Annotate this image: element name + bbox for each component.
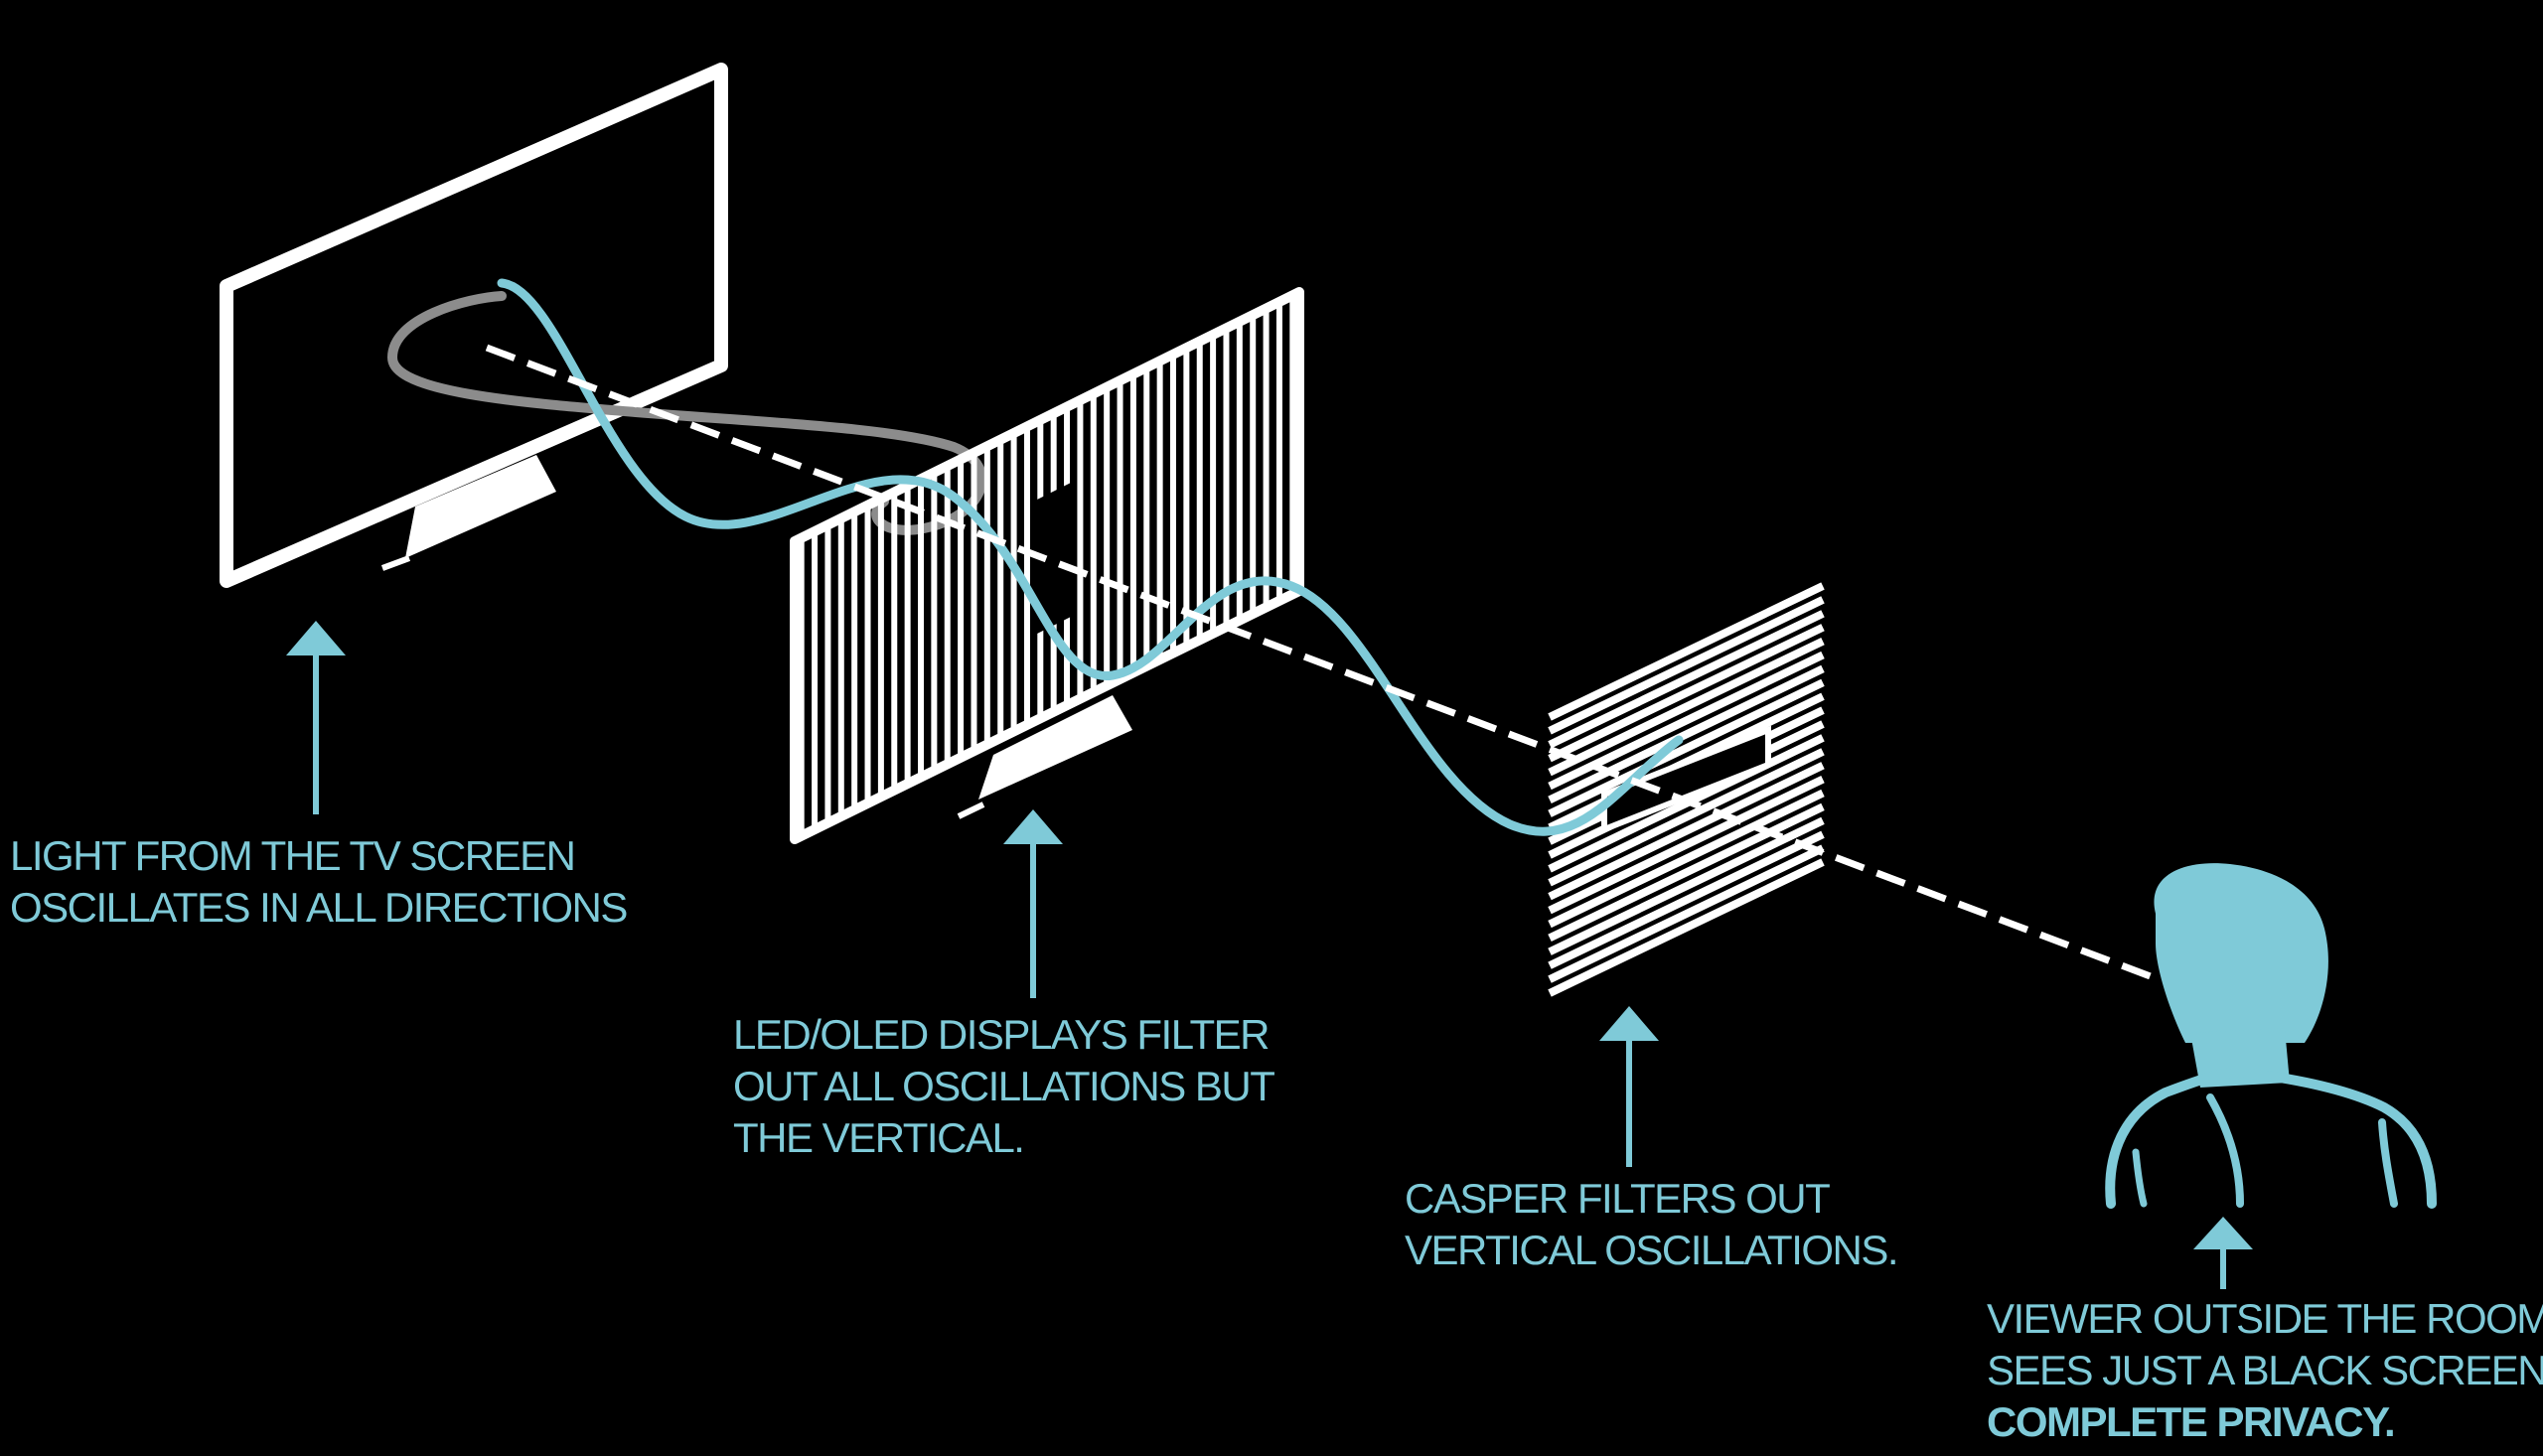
display-slat: [904, 487, 911, 786]
unpolarized-light-loop: [386, 291, 987, 535]
casper-slat: [1548, 858, 1825, 997]
display-slat: [971, 454, 977, 753]
display-slat: [877, 500, 884, 799]
display-slat: [1143, 368, 1150, 667]
label-display-filter-line-3: THE VERTICAL.: [733, 1114, 1025, 1161]
display-slat: [1289, 296, 1296, 595]
display-slat: [918, 480, 924, 779]
label-casper-filter: CASPER FILTERS OUT VERTICAL OSCILLATIONS…: [1405, 1173, 1899, 1276]
display-slat: [798, 539, 805, 838]
display-slat: [851, 512, 858, 811]
tv-screen-icon: [220, 63, 728, 588]
display-slat: [931, 474, 938, 773]
display-slat: [1077, 401, 1084, 700]
display-slat: [812, 532, 819, 831]
casper-slat: [1548, 678, 1825, 817]
casper-slat: [1548, 802, 1825, 943]
label-display-filter-line-2: OUT ALL OSCILLATIONS BUT: [733, 1063, 1275, 1109]
label-display-filter: LED/OLED DISPLAYS FILTER OUT ALL OSCILLA…: [733, 1009, 1275, 1164]
casper-slat: [1548, 775, 1825, 915]
casper-slat: [1548, 624, 1825, 763]
display-slat: [958, 460, 965, 759]
casper-slat: [1548, 610, 1825, 749]
display-filter-icon: [790, 287, 1304, 844]
casper-filter-icon: [1548, 582, 1825, 997]
display-slat: [1010, 434, 1017, 733]
casper-slat: [1548, 664, 1825, 804]
display-slat: [1117, 381, 1123, 680]
label-viewer-line-1: VIEWER OUTSIDE THE ROOM: [1987, 1295, 2543, 1342]
label-casper-filter-line-2: VERTICAL OSCILLATIONS.: [1405, 1227, 1899, 1273]
display-slat: [1129, 375, 1136, 674]
arrow-display: [1003, 809, 1063, 998]
viewer-silhouette-icon: [2105, 863, 2437, 1209]
arrow-viewer: [2193, 1217, 2253, 1289]
display-slat: [983, 447, 990, 746]
display-slat: [1156, 362, 1163, 660]
display-slat: [1223, 329, 1230, 628]
line-of-sight: [485, 344, 2158, 982]
label-display-filter-line-1: LED/OLED DISPLAYS FILTER: [733, 1011, 1270, 1058]
display-slat: [997, 441, 1004, 740]
display-slat: [864, 507, 871, 805]
casper-slat: [1548, 844, 1825, 983]
label-tv-light-line-1: LIGHT FROM THE TV SCREEN: [10, 832, 576, 879]
display-slat: [1275, 303, 1282, 602]
display-slat: [837, 519, 844, 818]
casper-slat: [1548, 816, 1825, 955]
label-viewer-emphasis: COMPLETE PRIVACY.: [1987, 1398, 2396, 1445]
casper-slat: [1548, 596, 1825, 735]
display-slat: [1236, 323, 1243, 622]
casper-slat: [1548, 748, 1825, 887]
label-viewer: VIEWER OUTSIDE THE ROOM SEES JUST A BLAC…: [1987, 1293, 2543, 1448]
display-slat: [944, 467, 951, 766]
display-slat: [1250, 316, 1257, 615]
arrow-casper: [1599, 1006, 1659, 1167]
display-slat: [1263, 309, 1270, 608]
casper-slat: [1548, 789, 1825, 929]
display-slat: [1196, 343, 1203, 642]
arrow-tv: [286, 621, 346, 814]
display-slat: [1090, 394, 1097, 693]
polarized-light-wave: [497, 278, 1684, 836]
label-casper-filter-line-1: CASPER FILTERS OUT: [1405, 1175, 1831, 1222]
display-slat: [1183, 349, 1190, 648]
casper-slat: [1548, 762, 1825, 901]
display-slat: [891, 493, 898, 792]
display-slat: [1210, 336, 1217, 635]
casper-slat: [1548, 637, 1825, 777]
display-slat: [1104, 388, 1111, 687]
display-slat: [824, 525, 831, 824]
label-tv-light: LIGHT FROM THE TV SCREEN OSCILLATES IN A…: [10, 830, 628, 934]
casper-slat: [1548, 830, 1825, 969]
display-slat: [1170, 356, 1176, 655]
label-viewer-line-2: SEES JUST A BLACK SCREEN.: [1987, 1347, 2543, 1393]
label-tv-light-line-2: OSCILLATES IN ALL DIRECTIONS: [10, 884, 628, 931]
display-slat: [1023, 427, 1030, 726]
casper-slat: [1548, 582, 1825, 721]
